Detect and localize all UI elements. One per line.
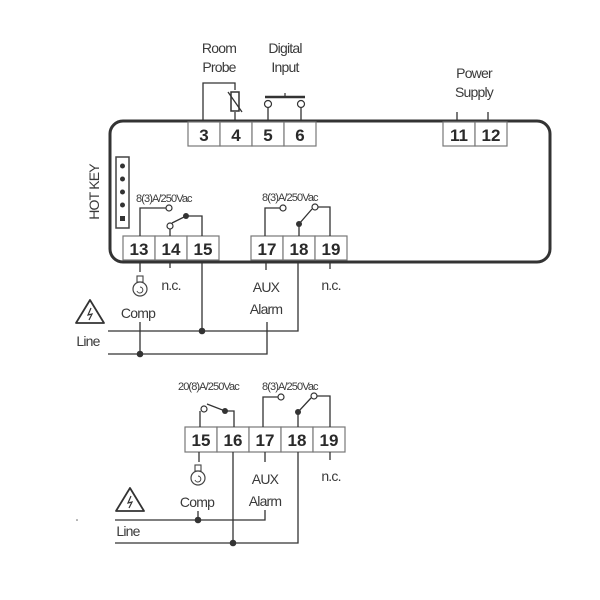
bottom2-terminal-block: 15 16 17 18 19 (184, 426, 346, 453)
terminal-3: 3 (199, 126, 208, 145)
aux-label: AUX (252, 471, 280, 487)
line-label: Line (116, 523, 140, 539)
relay2-rating: 8(3)A/250Vac (262, 192, 319, 204)
terminal-13: 13 (130, 240, 149, 259)
controller-top: HOT KEY 3 4 5 6 11 12 Room Probe Digital (75, 40, 552, 358)
room-probe-label-1: Room (202, 40, 236, 56)
comp-label: Comp (121, 305, 156, 321)
aux-label: AUX (253, 279, 281, 295)
nc-19-label: n.c. (321, 468, 340, 484)
terminal-15: 15 (194, 240, 213, 259)
power-supply-label-1: Power (456, 65, 493, 81)
terminal-12: 12 (482, 126, 501, 145)
terminal-16: 16 (224, 431, 243, 450)
nc-19-label: n.c. (321, 277, 340, 293)
line-wiring (108, 262, 299, 358)
aux-relay-icon (264, 203, 331, 236)
line-wiring (115, 452, 299, 547)
relay1-rating: 20(8)A/250Vac (178, 381, 240, 393)
hot-key-connector (115, 156, 130, 229)
terminal-11: 11 (450, 126, 468, 145)
terminal-18: 18 (290, 240, 309, 259)
terminal-18: 18 (288, 431, 307, 450)
terminal-5: 5 (263, 126, 272, 145)
alarm-label: Alarm (250, 301, 283, 317)
controller-bottom: 15 16 17 18 19 20(8)A/250Vac 8(3)A/250Va… (76, 381, 346, 547)
warning-triangle-icon (115, 487, 145, 512)
terminal-17: 17 (256, 431, 275, 450)
compressor-relay-icon (199, 403, 235, 427)
line-label: Line (76, 333, 100, 349)
digital-input-switch-icon (263, 93, 306, 121)
terminal-6: 6 (295, 126, 304, 145)
warning-triangle-icon (75, 299, 105, 324)
terminal-4: 4 (231, 126, 241, 145)
room-probe-label-2: Probe (202, 59, 236, 75)
alarm-label: Alarm (249, 493, 282, 509)
bottom-terminal-block: 13 14 15 17 18 19 (122, 235, 348, 261)
digital-input-label-1: Digital (268, 40, 302, 56)
terminal-14: 14 (162, 240, 181, 259)
aux-relay-icon (262, 392, 331, 427)
relay2-rating: 8(3)A/250Vac (262, 381, 319, 393)
relay1-rating: 8(3)A/250Vac (136, 193, 193, 205)
terminal-17: 17 (258, 240, 277, 259)
digital-input-label-2: Input (271, 59, 299, 75)
terminal-19: 19 (320, 431, 339, 450)
terminal-15: 15 (192, 431, 211, 450)
nc-14-label: n.c. (161, 277, 180, 293)
top-terminal-block: 3 4 5 6 11 12 (187, 121, 508, 147)
compressor-icon (190, 464, 206, 486)
power-supply-label-2: Supply (455, 84, 494, 100)
compressor-icon (132, 275, 148, 297)
compressor-relay-icon (139, 204, 203, 236)
terminal-19: 19 (322, 240, 341, 259)
comp-label: Comp (180, 494, 215, 510)
hot-key-label: HOT KEY (86, 163, 102, 220)
